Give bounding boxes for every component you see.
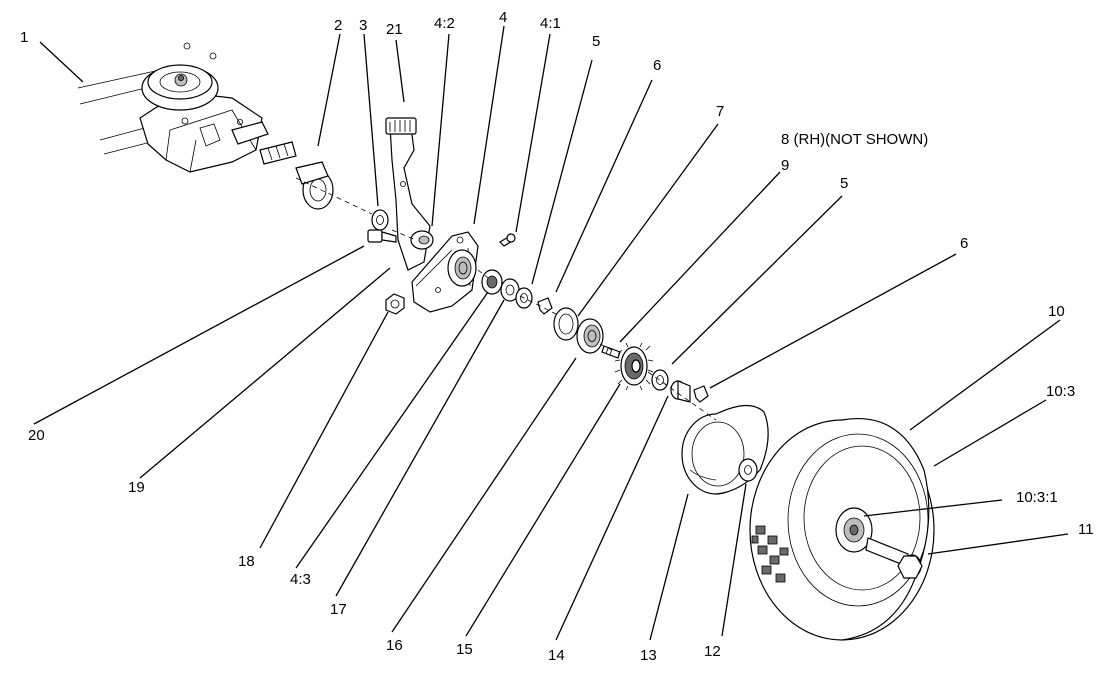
callout-18: 18: [238, 553, 255, 570]
leader-4-1: [515, 33, 551, 233]
callout-19: 19: [128, 479, 145, 496]
leader-15: [465, 383, 621, 637]
bracket-screw: [499, 233, 516, 247]
leader-6b: [709, 253, 957, 389]
callout-9: 9: [781, 157, 789, 174]
leader-19: [139, 267, 391, 479]
leader-1: [39, 41, 84, 83]
leader-4-3: [295, 291, 489, 569]
callout-2: 2: [334, 17, 342, 34]
callout-14: 14: [548, 647, 565, 664]
callout-10-3-1: 10:3:1: [1016, 489, 1058, 506]
bracket-bearing: [481, 269, 503, 295]
callout-4: 4: [499, 9, 507, 26]
leader-14: [555, 395, 669, 641]
leader-9: [619, 171, 781, 343]
axle-bushing: [295, 161, 334, 210]
pivot-bolt: [367, 229, 397, 243]
callout-12: 12: [704, 643, 721, 660]
callout-8: 8 (RH)(NOT SHOWN): [781, 131, 928, 148]
wheel: [749, 418, 935, 641]
callout-10-3: 10:3: [1046, 383, 1075, 400]
callout-11: 11: [1078, 521, 1094, 538]
leader-13: [649, 493, 689, 641]
callout-15: 15: [456, 641, 473, 658]
wheel-height-bracket: [411, 231, 479, 313]
callout-6a: 6: [653, 57, 661, 74]
hub-washer: [738, 458, 758, 482]
callout-16: 16: [386, 637, 403, 654]
leader-5b: [671, 195, 843, 365]
leader-lines: [33, 25, 1069, 641]
leader-12: [721, 483, 747, 637]
callout-10: 10: [1048, 303, 1065, 320]
drive-gear: [614, 342, 654, 391]
small-washer: [371, 209, 389, 231]
wheel-bearing: [576, 318, 604, 354]
callout-13: 13: [640, 647, 657, 664]
leader-18: [259, 311, 389, 549]
leader-10-3-1: [863, 499, 1003, 517]
leader-10-3: [933, 399, 1047, 467]
callout-3: 3: [359, 17, 367, 34]
leader-10: [909, 319, 1061, 431]
tread-pattern: [751, 525, 789, 583]
callout-4-2: 4:2: [434, 15, 455, 32]
leader-21: [395, 39, 405, 103]
leader-2: [317, 33, 341, 147]
callout-5a: 5: [592, 33, 600, 50]
height-adjust-lever: [385, 117, 434, 271]
callout-6b: 6: [960, 235, 968, 252]
leader-11: [927, 533, 1069, 555]
leader-4-2: [431, 33, 450, 227]
callout-1: 1: [20, 29, 28, 46]
leader-20: [33, 245, 365, 425]
callout-17: 17: [330, 601, 347, 618]
drive-pin: [601, 345, 621, 359]
axle-spacer: [670, 380, 691, 403]
callout-4-3: 4:3: [290, 571, 311, 588]
axle-bolt: [865, 537, 923, 579]
bearing-ring: [553, 307, 579, 341]
transmission-gearbox: [139, 42, 297, 173]
leader-7: [577, 123, 719, 317]
callout-20: 20: [28, 427, 45, 444]
leader-5a: [531, 59, 593, 285]
callout-7: 7: [716, 103, 724, 120]
hex-nut: [385, 293, 405, 315]
leader-4: [473, 25, 505, 225]
leader-6a: [555, 79, 653, 293]
callout-21: 21: [386, 21, 403, 38]
spacer-washer-b: [651, 369, 669, 391]
retaining-clip-b: [693, 385, 709, 403]
callout-labels: 1 2 3 21 4:2 4 4:1 5 6 7 8 (RH)(NOT SHOW…: [20, 9, 1094, 664]
leader-3: [363, 33, 379, 207]
hub-cup: [681, 404, 769, 495]
callout-5b: 5: [840, 175, 848, 192]
leader-16: [391, 357, 577, 633]
callout-4-1: 4:1: [540, 15, 561, 32]
leader-17: [335, 299, 505, 597]
